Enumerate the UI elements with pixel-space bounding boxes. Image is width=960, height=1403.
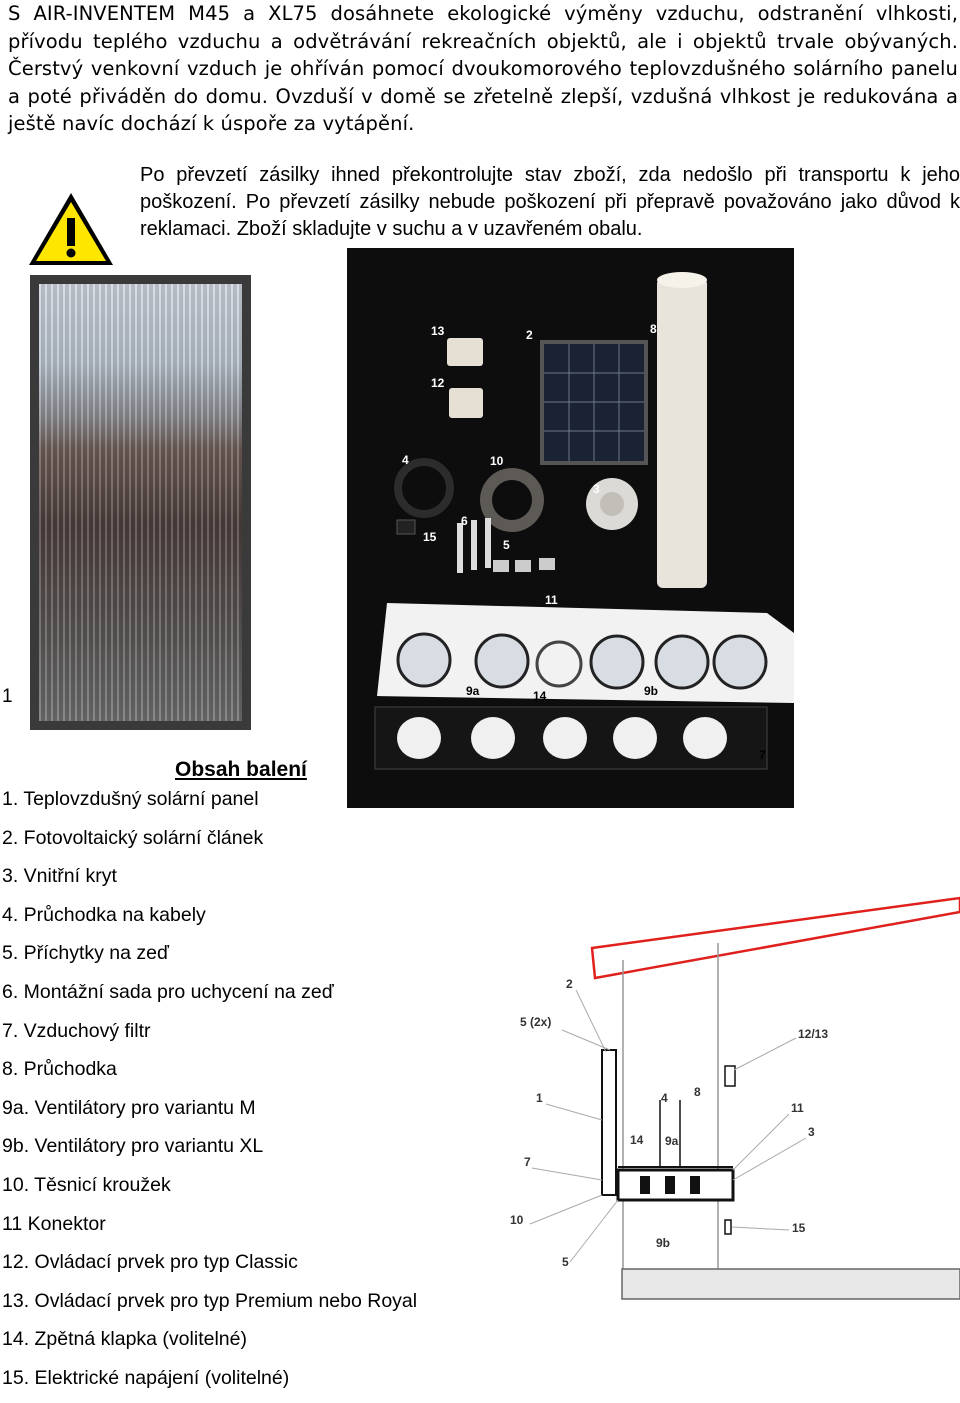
diagram-label: 5 (2x) <box>520 1015 551 1029</box>
list-item: 9a. Ventilátory pro variantu M <box>2 1096 256 1119</box>
part-label: 14 <box>533 689 547 703</box>
diagram-label: 9a <box>665 1134 679 1148</box>
list-item: 6. Montážní sada pro uchycení na zeď <box>2 980 334 1003</box>
part-label: 9b <box>644 684 659 698</box>
diagram-label: 5 <box>562 1255 569 1269</box>
list-item: 5. Příchytky na zeď <box>2 942 169 965</box>
list-item: 9b. Ventilátory pro variantu XL <box>2 1135 264 1158</box>
list-item: 2. Fotovoltaický solární článek <box>2 826 264 849</box>
part-label: 2 <box>526 328 533 342</box>
part-label: 11 <box>545 593 558 607</box>
part-label: 4 <box>402 453 409 467</box>
part-label: 15 <box>423 530 437 544</box>
diagram-label: 7 <box>524 1155 531 1169</box>
part-label: 10 <box>490 454 504 468</box>
part-label: 3 <box>593 482 600 496</box>
list-item: 8. Průchodka <box>2 1058 117 1081</box>
intro-paragraph: S AIR-INVENTEM M45 a XL75 dosáhnete ekol… <box>8 2 958 135</box>
list-item: 14. Zpětná klapka (volitelné) <box>2 1328 247 1351</box>
diagram-label: 3 <box>808 1125 815 1139</box>
installation-diagram: 2 5 (2x) 12/13 1 4 8 11 3 14 9a 7 10 9b … <box>510 896 960 1300</box>
diagram-label: 15 <box>792 1221 806 1235</box>
list-item: 10. Těsnicí kroužek <box>2 1173 171 1196</box>
diagram-label: 1 <box>536 1091 543 1105</box>
part-label: 6 <box>461 514 468 528</box>
part-label: 7 <box>759 748 766 762</box>
part-label: 9a <box>466 684 480 698</box>
contents-title: Obsah balení <box>175 758 307 781</box>
part-label: 8 <box>650 322 657 336</box>
list-item: 7. Vzduchový filtr <box>2 1019 151 1042</box>
list-item: 15. Elektrické napájení (volitelné) <box>2 1366 290 1389</box>
list-item: 12. Ovládací prvek pro typ Classic <box>2 1251 298 1274</box>
panel-photo-label: 1 <box>2 686 13 707</box>
diagram-label: 12/13 <box>798 1027 828 1041</box>
warning-text: Po převzetí zásilky ihned překontrolujte… <box>140 164 960 240</box>
diagram-label: 14 <box>630 1133 644 1147</box>
list-item: 4. Průchodka na kabely <box>2 903 206 926</box>
list-item: 1. Teplovzdušný solární panel <box>2 788 259 810</box>
list-item: 3. Vnitřní kryt <box>2 865 117 888</box>
diagram-label: 11 <box>791 1101 804 1115</box>
part-label: 5 <box>503 538 510 552</box>
part-label: 12 <box>431 376 445 390</box>
list-item: 11 Konektor <box>2 1212 106 1235</box>
warning-triangle-icon <box>29 193 113 265</box>
diagram-label: 8 <box>694 1085 701 1099</box>
part-label: 13 <box>431 324 445 338</box>
package-contents-photo: 13 2 8 12 4 10 3 6 15 5 11 9a 14 9b 7 <box>347 248 794 808</box>
diagram-label: 10 <box>510 1213 524 1227</box>
diagram-label: 2 <box>566 977 573 991</box>
diagram-label: 4 <box>661 1091 668 1105</box>
list-item: 13. Ovládací prvek pro typ Premium nebo … <box>2 1289 418 1312</box>
solar-panel-photo <box>30 275 251 730</box>
diagram-label: 9b <box>656 1236 670 1250</box>
contents-list: 1. Teplovzdušný solární panel 2. Fotovol… <box>2 785 417 1403</box>
roof <box>590 896 960 980</box>
